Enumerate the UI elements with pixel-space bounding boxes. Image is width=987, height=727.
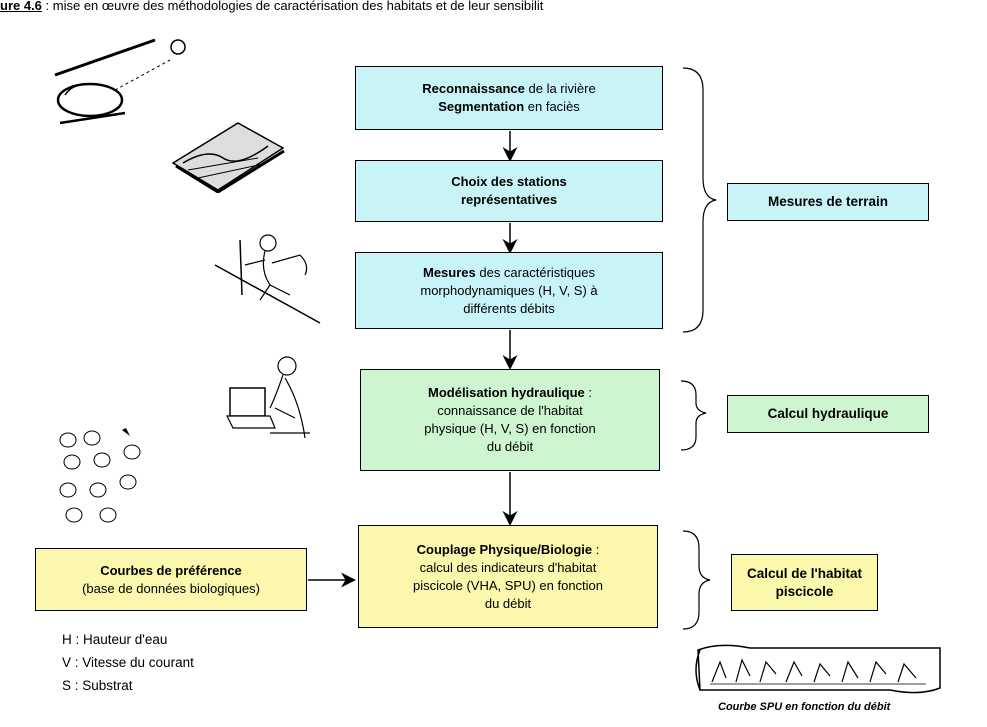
step-reconnaissance: Reconnaissance de la rivière Segmentatio… — [355, 66, 663, 130]
brace-terrain — [682, 67, 717, 333]
step-choix-stations: Choix des stations représentatives — [355, 160, 663, 222]
step4-bold: Modélisation hydraulique — [428, 385, 585, 400]
step4-line2: connaissance de l'habitat — [437, 403, 583, 418]
legend-h: H : Hauteur d'eau — [62, 632, 168, 647]
step3-line3: différents débits — [463, 300, 555, 316]
step3-line2: morphodynamiques (H, V, S) à — [420, 282, 598, 298]
computer-user-illustration — [226, 356, 310, 439]
step1-rest2: en faciès — [524, 99, 580, 114]
step5-line3: piscicole (VHA, SPU) en fonction — [412, 577, 604, 593]
figure-label: ure 4.6 — [0, 0, 42, 13]
step-mesures: Mesures des caractéristiques morphodynam… — [355, 252, 663, 329]
legend: H : Hauteur d'eau V : Vitesse du courant… — [62, 628, 194, 697]
figure-header: ure 4.6 : mise en œuvre des méthodologie… — [0, 0, 987, 13]
fish-bubbles-illustration — [59, 428, 141, 523]
label-mesures-terrain: Mesures de terrain — [727, 183, 929, 221]
step3-rest1: des caractéristiques — [475, 264, 595, 280]
label-calcul-hydraulique: Calcul hydraulique — [727, 395, 929, 433]
step5-line2: calcul des indicateurs d'habitat — [419, 559, 597, 575]
spu-curve-caption: Courbe SPU en fonction du débit — [718, 701, 891, 713]
spu-curve-scroll-illustration — [695, 644, 941, 694]
step4-rest1: : — [584, 385, 592, 400]
surveyor-illustration — [214, 234, 321, 324]
map-illustration — [171, 122, 285, 193]
step4-line3: physique (H, V, S) en fonction — [424, 421, 596, 436]
step1-rest1: de la rivière — [524, 81, 596, 96]
input-bold: Courbes de préférence — [100, 562, 242, 578]
brace-habitat — [682, 530, 711, 630]
step5-rest1: : — [592, 541, 600, 557]
step1-bold1: Reconnaissance — [422, 81, 525, 96]
figure-title: : mise en œuvre des méthodologies de car… — [41, 0, 544, 13]
step-couplage: Couplage Physique/Biologie : calcul des … — [358, 525, 658, 628]
step1-bold2: Segmentation — [438, 99, 525, 114]
step5-line4: du débit — [484, 595, 532, 611]
step-modelisation: Modélisation hydraulique : connaissance … — [360, 369, 660, 471]
step4-line4: du débit — [486, 439, 534, 454]
step2-line2: représentatives — [460, 192, 558, 207]
input-courbes-preference: Courbes de préférence (base de données b… — [35, 548, 307, 611]
step2-line1: Choix des stations — [451, 174, 567, 189]
step3-bold: Mesures — [423, 264, 476, 280]
step5-bold: Couplage Physique/Biologie — [416, 541, 593, 557]
label-calcul-habitat: Calcul de l'habitat piscicole — [731, 554, 878, 611]
input-line2: (base de données biologiques) — [82, 580, 260, 596]
legend-s: S : Substrat — [62, 678, 133, 693]
helicopter-illustration — [54, 38, 186, 125]
legend-v: V : Vitesse du courant — [62, 655, 194, 670]
brace-hydraulique — [680, 380, 707, 451]
